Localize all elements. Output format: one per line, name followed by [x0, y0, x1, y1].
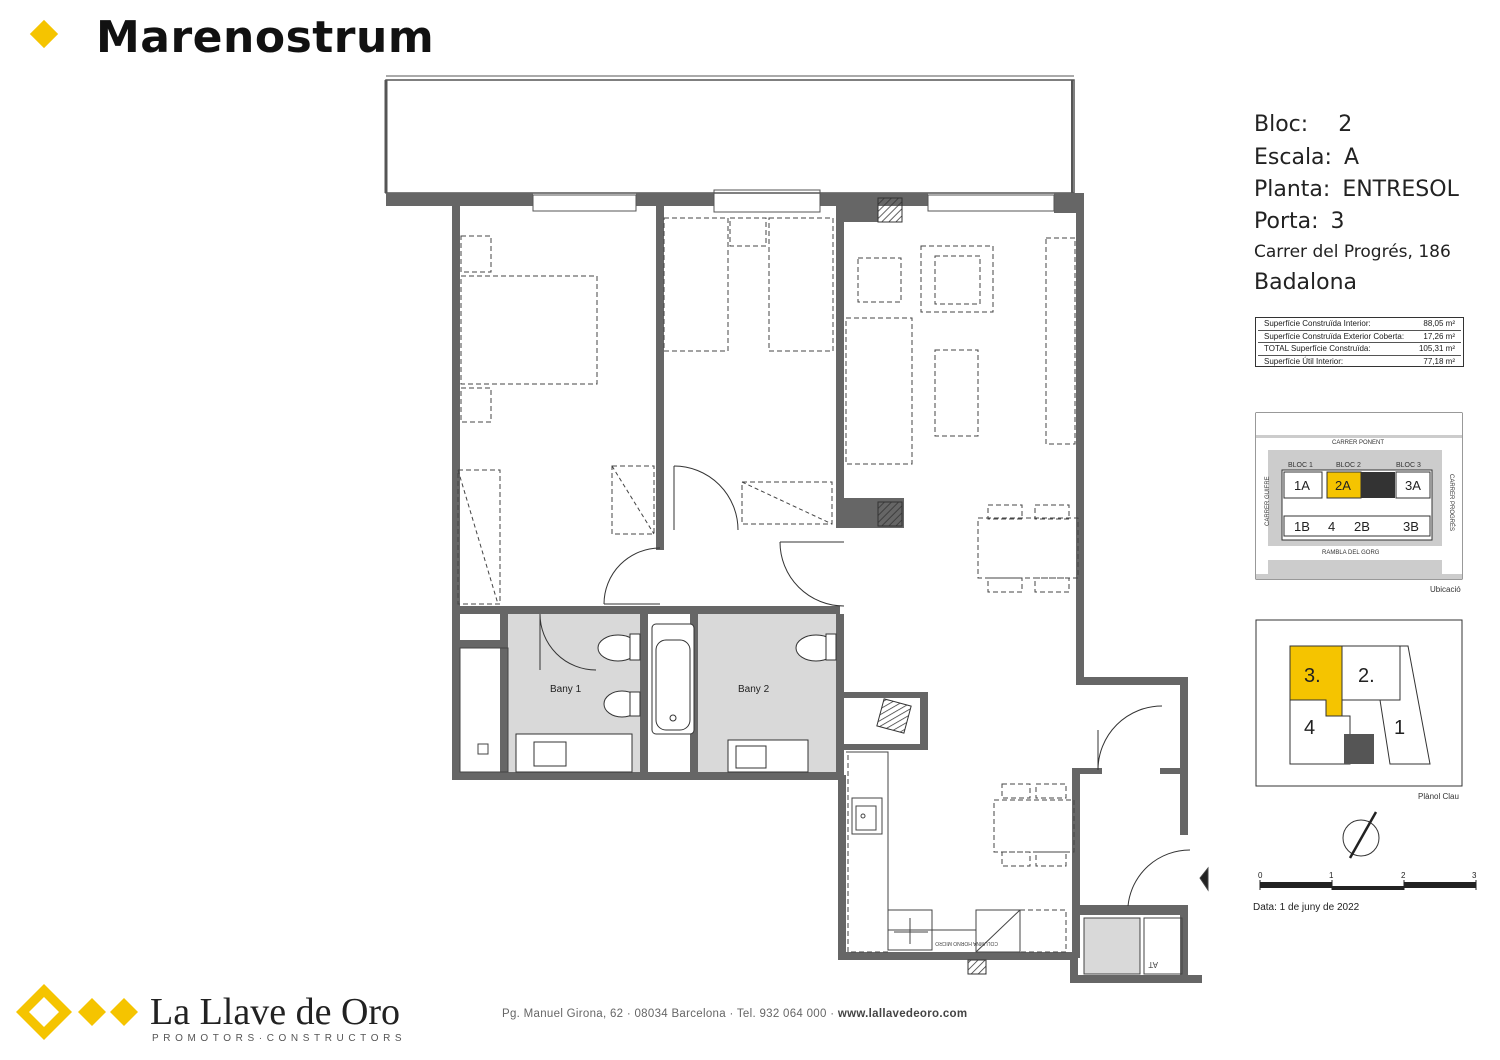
location-map: CARRER PONENT RAMBLA DEL GORG CARRER GUI…: [1255, 412, 1463, 594]
info-escala: Escala:A: [1254, 145, 1360, 170]
bath-2-label: Bany 2: [738, 684, 770, 695]
area-row: Superfície Útil Interior:77,18 m²: [1264, 356, 1455, 366]
location-map-caption: Ubicació: [1430, 585, 1461, 594]
scale-tick-0: 0: [1258, 871, 1263, 880]
brand-name: La Llave de Oro: [150, 991, 401, 1033]
info-city: Badalona: [1254, 270, 1358, 295]
north-arrow-icon: [1342, 811, 1380, 859]
footer-contact: Pg. Manuel Girona, 62 · 08034 Barcelona …: [502, 1008, 967, 1020]
bloc-2-label: BLOC 2: [1336, 462, 1361, 469]
at-label: AT: [1148, 960, 1158, 969]
unit-1a-label: 1A: [1294, 478, 1310, 493]
unit-4-label: 4: [1328, 519, 1335, 534]
street-top-label: CARRER PONENT: [1332, 440, 1384, 446]
street-left-label: CARRER GUIFRE: [1265, 476, 1271, 526]
key-plan: 3. 2. 4 1 Plànol Clau: [1255, 619, 1463, 801]
bloc-1-label: BLOC 1: [1288, 462, 1313, 469]
unit-2b-label: 2B: [1354, 519, 1370, 534]
street-bottom-label: RAMBLA DEL GORG: [1322, 550, 1380, 556]
scale-tick-3: 3: [1472, 871, 1477, 880]
brand-logo-icon: [16, 984, 138, 1040]
brand-subtitle: PROMOTORS·CONSTRUCTORS: [152, 1033, 407, 1044]
key-plan-3: 3.: [1304, 665, 1321, 687]
footer-address: Pg. Manuel Girona, 62 · 08034 Barcelona …: [502, 1008, 838, 1020]
kitchen-fixtures: [457, 465, 1209, 975]
windows: [532, 189, 1055, 213]
area-row: Superfície Construïda Interior:88,05 m²: [1258, 318, 1461, 331]
area-row: TOTAL Superfície Construïda:105,31 m²: [1258, 343, 1461, 356]
unit-3b-label: 3B: [1403, 519, 1419, 534]
bathrooms: [508, 614, 837, 773]
area-table: Superfície Construïda Interior:88,05 m² …: [1255, 317, 1464, 367]
info-address: Carrer del Progrés, 186: [1254, 242, 1451, 262]
footer-website-link[interactable]: www.lallavedeoro.com: [837, 1008, 968, 1020]
scale-tick-2: 2: [1401, 871, 1406, 880]
unit-2a-label: 2A: [1335, 478, 1351, 493]
area-row: Superfície Construïda Exterior Coberta:1…: [1258, 331, 1461, 343]
info-bloc: Bloc:2: [1254, 112, 1353, 137]
bloc-3-label: BLOC 3: [1396, 462, 1421, 469]
unit-3a-label: 3A: [1405, 478, 1421, 493]
info-planta: Planta:ENTRESOL: [1254, 177, 1459, 202]
page-title: Marenostrum: [96, 12, 435, 63]
scale-tick-1: 1: [1329, 871, 1334, 880]
key-plan-1: 1: [1394, 717, 1405, 739]
bath-1-label: Bany 1: [550, 684, 582, 695]
scale-bar: 0 1 2 3: [1258, 871, 1477, 890]
column-label: COLUMNA HORNO MICRO: [935, 940, 998, 946]
key-plan-caption: Plànol Clau: [1418, 792, 1459, 801]
interior-walls: [460, 200, 1184, 958]
key-plan-2: 2.: [1358, 665, 1375, 687]
unit-1b-label: 1B: [1294, 519, 1310, 534]
date-label: Data: 1 de juny de 2022: [1253, 902, 1360, 913]
street-right-label: CARRER PROGRÉS: [1448, 474, 1455, 531]
key-plan-4: 4: [1304, 717, 1315, 739]
shafts: [876, 197, 987, 975]
terrace: [384, 75, 1075, 194]
info-porta: Porta:3: [1254, 209, 1345, 234]
furniture: [457, 217, 1079, 953]
exterior-walls: [386, 193, 1202, 983]
door-swings: [539, 465, 1191, 907]
